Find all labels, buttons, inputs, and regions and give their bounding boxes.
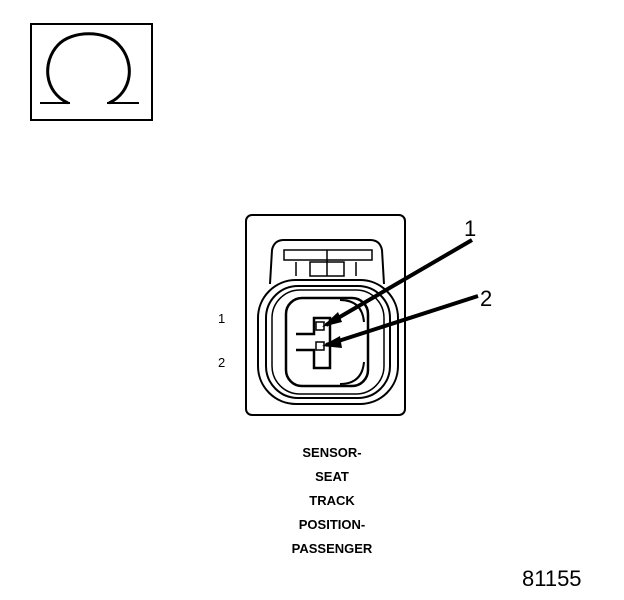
caption-line-2: SEAT [315, 469, 349, 484]
arrowhead-2 [322, 336, 342, 348]
caption-line-4: POSITION- [299, 517, 365, 532]
figure-number: 81155 [522, 566, 582, 591]
caption-line-3: TRACK [309, 493, 355, 508]
pin-label-1: 1 [218, 311, 225, 326]
pin-1-socket [315, 321, 325, 331]
leader-line-1 [324, 238, 474, 327]
connector-body [245, 214, 406, 416]
pin-label-2: 2 [218, 355, 225, 370]
ohm-icon [40, 32, 139, 105]
caption-line-1: SENSOR- [302, 445, 361, 460]
callout-1: 1 [464, 216, 476, 241]
ohm-symbol-box [30, 23, 153, 121]
caption-line-5: PASSENGER [292, 541, 373, 556]
arrowhead-1 [322, 312, 342, 327]
leader-line-2 [325, 294, 479, 347]
connector-caption: SENSOR- SEAT TRACK POSITION- PASSENGER [292, 445, 373, 556]
callout-2: 2 [480, 286, 492, 311]
leader-lines [322, 238, 479, 348]
